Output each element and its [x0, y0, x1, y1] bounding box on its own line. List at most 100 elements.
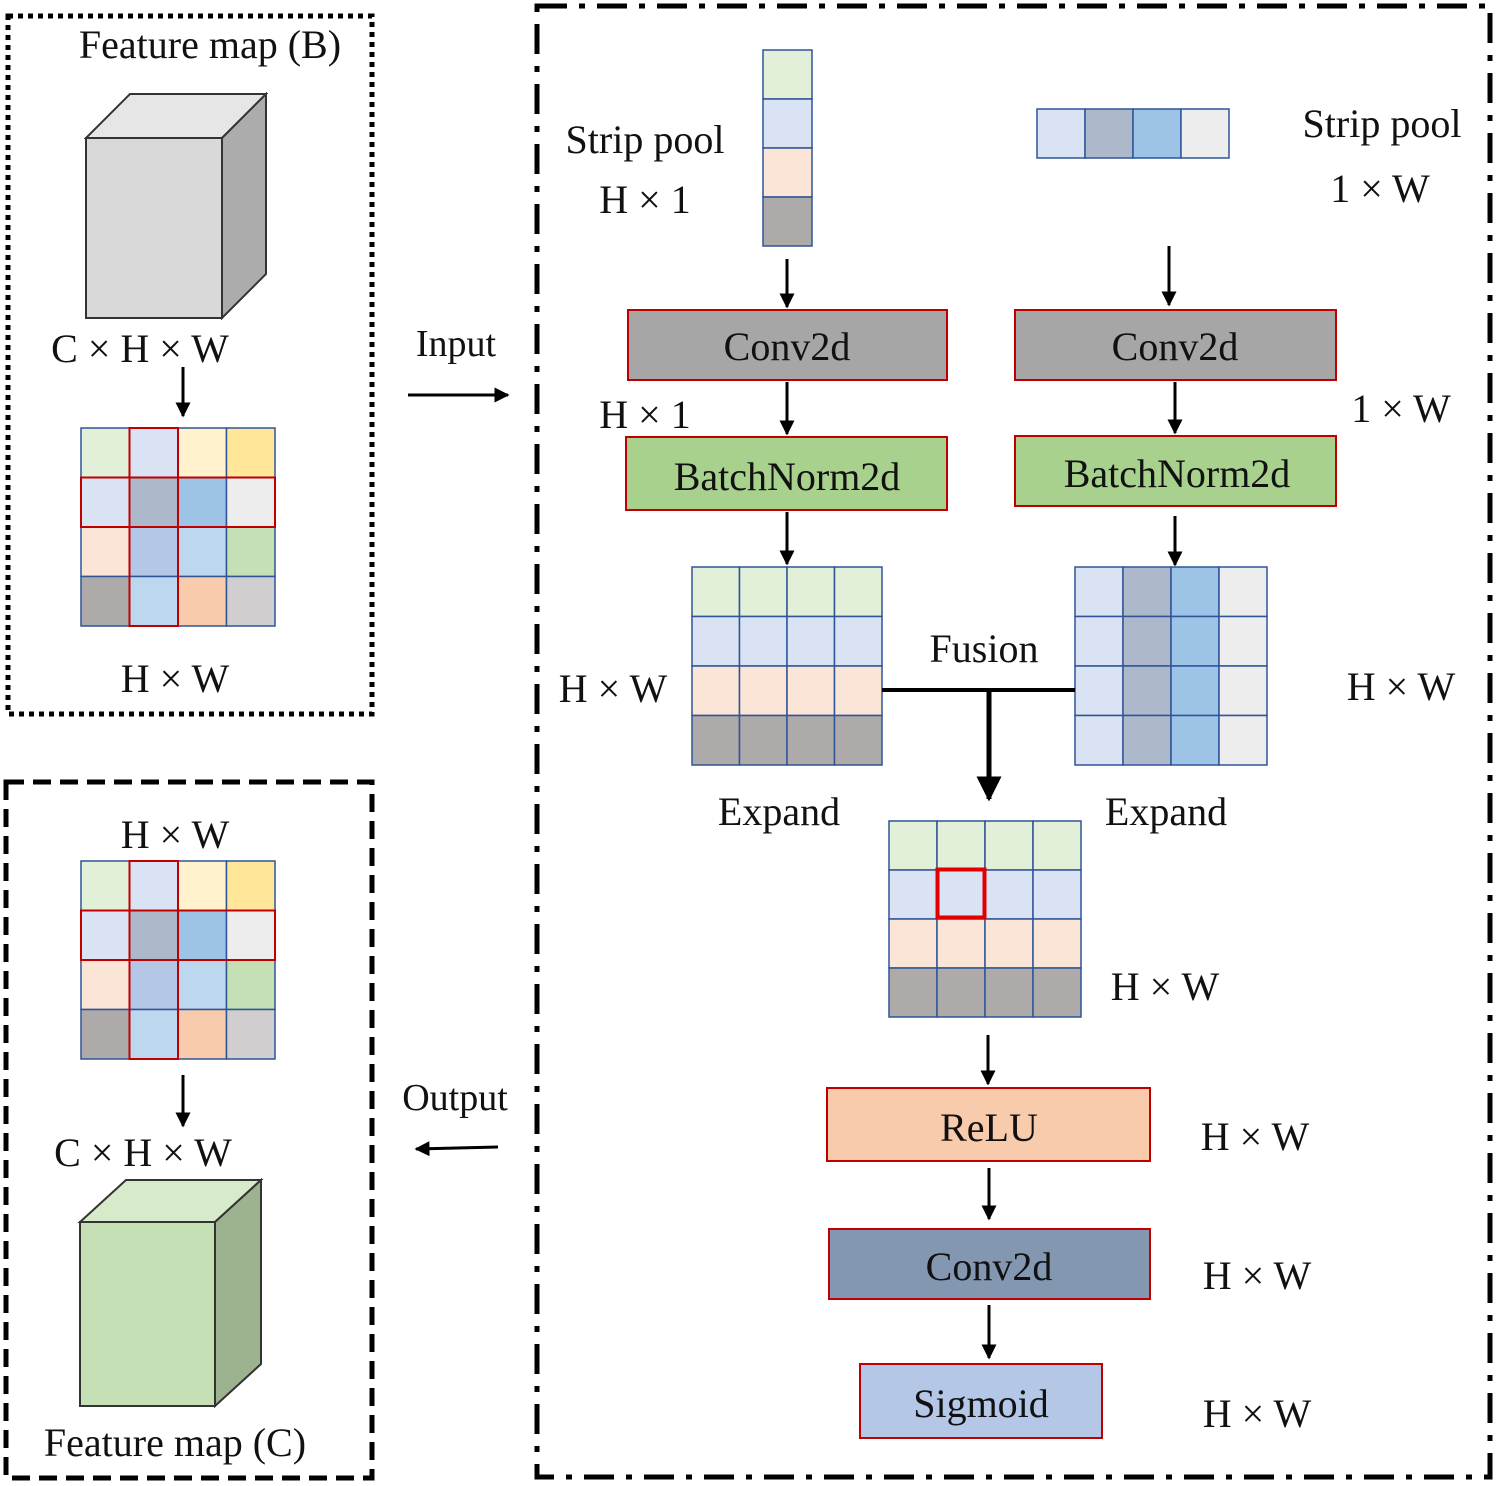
panel-feature-map-c [3, 779, 375, 1481]
grid-cell [1122, 714, 1172, 766]
left-conv2d-label: Conv2d [724, 324, 851, 369]
grid-cell [225, 959, 276, 1011]
right-expand-label: Expand [1105, 789, 1227, 834]
grid-cell [177, 575, 228, 627]
grid-cell [1218, 615, 1268, 667]
grid-cell [1218, 665, 1268, 717]
grid-cell [1170, 615, 1220, 667]
grid-cell [786, 615, 836, 667]
grid-cell [1074, 665, 1124, 717]
left-expand-label: Expand [718, 789, 840, 834]
cube-b [83, 91, 269, 321]
grid-expand-left [691, 566, 883, 766]
grid-cell [762, 196, 813, 247]
grid-cell [888, 967, 938, 1018]
grid-cell [1036, 108, 1086, 159]
grid-cell [128, 476, 179, 528]
grid-cell [80, 909, 131, 961]
grid-cell [1032, 869, 1082, 920]
grid-cell [128, 526, 179, 578]
cube-b-front [85, 137, 223, 319]
strip-pool-vertical [762, 49, 813, 247]
grid-cell [1122, 665, 1172, 717]
output-arrow [414, 1141, 499, 1157]
grid-input-b [80, 427, 276, 627]
grid-cell [128, 860, 179, 912]
grid-cell [1074, 615, 1124, 667]
grid-cell [1032, 967, 1082, 1018]
left-conv2d-box [627, 309, 948, 381]
grid-cell [177, 476, 228, 528]
grid-cell [738, 566, 788, 618]
grid-cell [1170, 665, 1220, 717]
right-conv2d-label: Conv2d [1112, 324, 1239, 369]
right-strip-label-2: 1 × W [1330, 166, 1430, 211]
cube-c-dims: C × H × W [54, 1130, 232, 1175]
grid-cell [80, 427, 131, 479]
input-label: Input [416, 323, 497, 365]
feature-map-c-title: Feature map (C) [44, 1420, 306, 1465]
tail-conv2d-box [828, 1228, 1151, 1300]
grid-cell [1218, 714, 1268, 766]
grid-cell [1074, 566, 1124, 618]
grid-cell [225, 476, 276, 528]
right-batchnorm-label: BatchNorm2d [1064, 451, 1291, 496]
grid-cell [691, 665, 741, 717]
sigmoid-dims: H × W [1203, 1391, 1312, 1436]
grid-cell [1170, 566, 1220, 618]
relu-dims: H × W [1201, 1114, 1310, 1159]
grid-cell [936, 918, 986, 969]
grid-cell [225, 860, 276, 912]
grid-cell [691, 714, 741, 766]
right-conv-dims: 1 × W [1351, 386, 1451, 431]
grid-cell [225, 526, 276, 578]
grid-cell [80, 476, 131, 528]
cube-c-front [79, 1221, 216, 1407]
cube-c [77, 1177, 264, 1409]
cube-b-dims: C × H × W [51, 326, 229, 371]
fusion-highlight-cell [935, 867, 987, 920]
grid-cell [984, 869, 1034, 920]
highlight-row [80, 476, 276, 528]
grid-cell [128, 427, 179, 479]
grid-cell [1132, 108, 1182, 159]
tail-conv2d-label: Conv2d [926, 1244, 1053, 1289]
grid-cell [1170, 714, 1220, 766]
grid-cell [177, 1008, 228, 1060]
grid-cell [691, 566, 741, 618]
relu-box [826, 1087, 1151, 1162]
left-batchnorm-box [625, 436, 948, 511]
grid-cell [936, 967, 986, 1018]
grid-cell [80, 959, 131, 1011]
grid-cell [738, 665, 788, 717]
grid-cell [128, 575, 179, 627]
grid-cell [738, 615, 788, 667]
grid-cell [738, 714, 788, 766]
grid-cell [984, 967, 1034, 1018]
grid-cell [1032, 918, 1082, 969]
grid-cell [128, 1008, 179, 1060]
grid-cell [225, 427, 276, 479]
grid-cell [936, 869, 986, 920]
panel-strip-pooling [534, 3, 1493, 1480]
grid-cell [225, 575, 276, 627]
grid-cell [936, 820, 986, 871]
grid-cell [80, 1008, 131, 1060]
grid-cell [80, 860, 131, 912]
sigmoid-box [859, 1363, 1103, 1439]
grid-cell [1218, 566, 1268, 618]
feature-map-b-title: Feature map (B) [79, 22, 341, 67]
grid-cell [984, 820, 1034, 871]
grid-cell [1180, 108, 1230, 159]
right-batchnorm-box [1014, 435, 1337, 507]
grid-cell [177, 860, 228, 912]
right-expand-dims: H × W [1347, 664, 1456, 709]
left-batchnorm-label: BatchNorm2d [674, 454, 901, 499]
grid-fusion [888, 820, 1082, 1018]
grid-cell [80, 526, 131, 578]
left-strip-label-1: Strip pool [566, 117, 725, 162]
grid-cell [1084, 108, 1134, 159]
grid-cell [225, 1008, 276, 1060]
grid-c-dims: H × W [121, 812, 230, 857]
